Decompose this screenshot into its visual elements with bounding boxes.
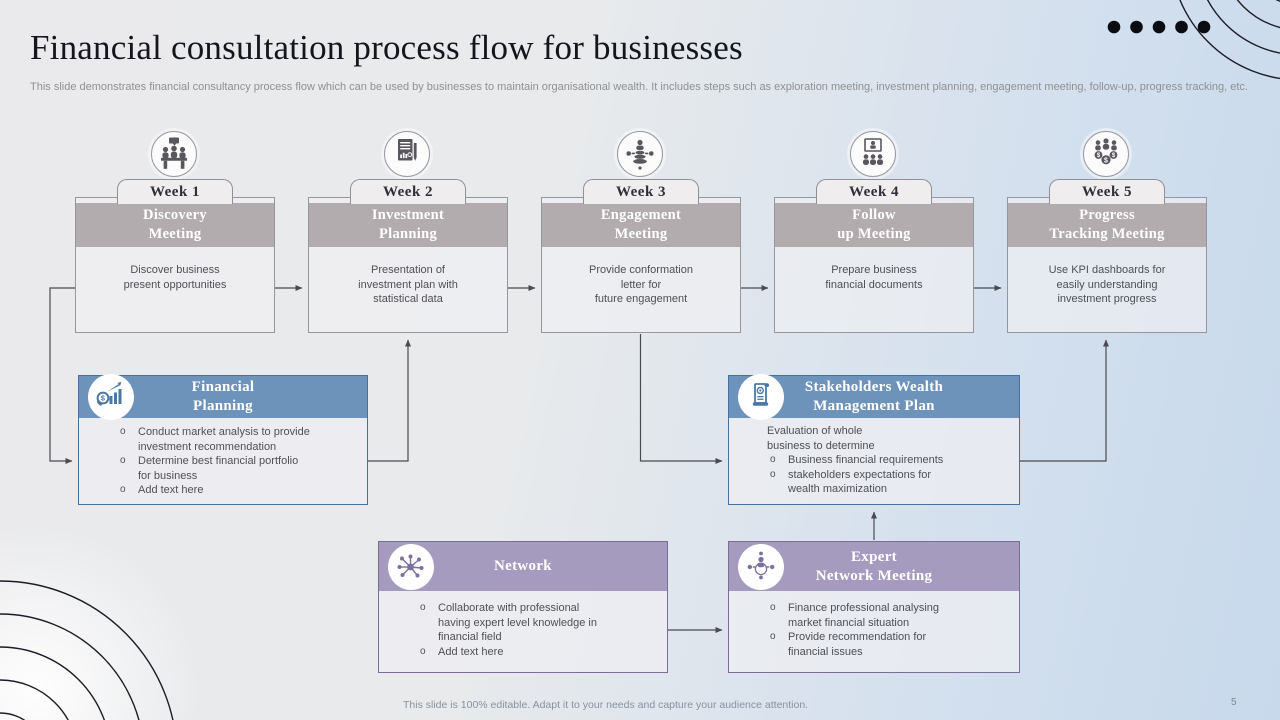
bullet-marker: o bbox=[420, 602, 426, 613]
expert-network-icon bbox=[738, 543, 784, 590]
people-money-icon: $ $ $ bbox=[1083, 131, 1129, 177]
dot-row bbox=[1107, 20, 1211, 34]
network-title: Network bbox=[494, 558, 552, 574]
week-3-description: Provide conformation letter for future e… bbox=[589, 264, 693, 305]
financial-planning-header: $ Financial Planning bbox=[79, 374, 367, 420]
bullet-marker: o bbox=[120, 484, 126, 495]
bullet-marker: o bbox=[120, 426, 126, 437]
week-4-box: Follow up Meeting Prepare business finan… bbox=[774, 197, 974, 333]
network-hub-icon bbox=[388, 543, 434, 590]
presentation-audience-icon bbox=[850, 131, 896, 177]
expert-network-meeting-title: Expert Network Meeting bbox=[815, 548, 933, 584]
bullet-marker: o bbox=[420, 645, 426, 657]
svg-text:$: $ bbox=[1112, 153, 1116, 159]
week-4-tab: Week 4 bbox=[816, 179, 932, 204]
week-3-label: Week 3 bbox=[615, 183, 667, 200]
svg-text:$: $ bbox=[1097, 153, 1101, 159]
week-5-tab: Week 5 bbox=[1049, 179, 1165, 204]
week-5-label: Week 5 bbox=[1081, 183, 1133, 200]
week-1-tab: Week 1 bbox=[117, 179, 233, 204]
report-document-icon bbox=[384, 131, 430, 177]
stakeholders-wealth-title: Stakeholders Wealth Management Plan bbox=[804, 379, 944, 414]
engagement-people-icon bbox=[617, 131, 663, 177]
bullet-marker: o bbox=[120, 455, 126, 466]
svg-text:$: $ bbox=[1104, 157, 1108, 164]
expert-network-meeting-header: Expert Network Meeting bbox=[729, 542, 1019, 591]
week-4-description: Prepare business financial documents bbox=[825, 264, 923, 291]
financial-planning-title: Financial Planning bbox=[191, 379, 255, 414]
page-number: 5 bbox=[1231, 697, 1237, 708]
week-5-description: Use KPI dashboards for easily understand… bbox=[1048, 264, 1166, 305]
stakeholders-wealth-header: Stakeholders Wealth Management Plan bbox=[729, 374, 1019, 420]
scroll-gear-icon bbox=[738, 374, 784, 420]
bullet-marker: o bbox=[770, 631, 776, 642]
page-subtitle: This slide demonstrates financial consul… bbox=[30, 81, 1248, 93]
week-1-box: Discovery Meeting Discover business pres… bbox=[75, 197, 275, 333]
meeting-table-icon bbox=[151, 131, 197, 177]
week-3-title: Engagement Meeting bbox=[542, 203, 740, 247]
week-1-description: Discover business present opportunities bbox=[123, 264, 227, 291]
week-5-title: Progress Tracking Meeting bbox=[1008, 203, 1206, 247]
stakeholders-wealth-body: Evaluation of whole business to determin… bbox=[729, 418, 1019, 497]
page-title: Financial consultation process flow for … bbox=[30, 28, 743, 67]
editable-note: This slide is 100% editable. Adapt it to… bbox=[403, 699, 809, 711]
stakeholders-wealth-box: Stakeholders Wealth Management Plan Eval… bbox=[728, 374, 1020, 505]
week-2-box: Investment Planning Presentation of inve… bbox=[308, 197, 508, 333]
intro-text: Evaluation of whole business to determin… bbox=[767, 425, 875, 452]
week-1-title: Discovery Meeting bbox=[76, 203, 274, 247]
week-4-label: Week 4 bbox=[848, 183, 900, 200]
growth-chart-magnifier-icon: $ bbox=[88, 374, 134, 420]
week-2-description: Presentation of investment plan with sta… bbox=[358, 264, 458, 305]
week-2-tab: Week 2 bbox=[350, 179, 466, 204]
svg-text:$: $ bbox=[101, 394, 106, 403]
bullet-marker: o bbox=[770, 454, 776, 465]
week-1-label: Week 1 bbox=[149, 183, 201, 200]
network-header: Network bbox=[379, 542, 667, 591]
week-2-title: Investment Planning bbox=[309, 203, 507, 247]
bullet-marker: o bbox=[770, 468, 776, 480]
week-3-tab: Week 3 bbox=[583, 179, 699, 204]
week-5-box: Progress Tracking Meeting Use KPI dashbo… bbox=[1007, 197, 1207, 333]
week-3-box: Engagement Meeting Provide conformation … bbox=[541, 197, 741, 333]
bullet-marker: o bbox=[770, 602, 776, 613]
week-2-label: Week 2 bbox=[382, 183, 434, 200]
week-4-title: Follow up Meeting bbox=[775, 203, 973, 247]
